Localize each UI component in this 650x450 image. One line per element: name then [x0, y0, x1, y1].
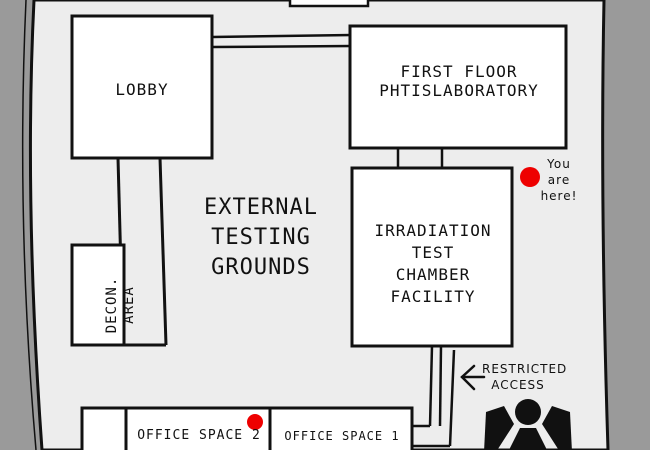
irradiation-label-line-1: IRRADIATION [374, 221, 492, 240]
location-marker-icon[interactable] [520, 167, 540, 187]
lab-label: FIRST FLOOR PHTISLABORATORY [352, 62, 566, 100]
corridor-irradiation-offices [410, 345, 456, 448]
restricted-access-label: RESTRICTED ACCESS [482, 361, 568, 393]
lobby-label: LOBBY [115, 80, 169, 99]
floor-plate-outline-inner [21, 0, 37, 450]
office-marker-icon[interactable] [247, 414, 263, 430]
lobby-room [70, 14, 214, 160]
irradiation-label: IRRADIATION TEST CHAMBER FACILITY [352, 220, 514, 308]
corridor-lobby-lab [211, 33, 353, 49]
restricted-line-1: RESTRICTED [482, 362, 568, 376]
external-label-line-1: EXTERNAL [204, 195, 318, 220]
decon-label-line-2: AREA [121, 286, 137, 324]
decon-room [70, 243, 126, 347]
external-label-line-2: TESTING [211, 225, 311, 250]
you-are-here-line-1: You [547, 157, 571, 171]
office-1-label: OFFICE SPACE 1 [284, 429, 400, 443]
decon-label: DECON. AREA [104, 255, 138, 355]
you-are-here-label: You are here! [532, 156, 586, 204]
corridor-lab-irradiation [396, 148, 444, 168]
office-2-label: OFFICE SPACE 2 [137, 428, 261, 443]
lab-label-line-1: FIRST FLOOR [400, 62, 518, 81]
left-arrow-icon [460, 364, 486, 391]
office-2-room [124, 406, 272, 450]
office-1-room [268, 406, 414, 450]
decon-label-line-1: DECON. [104, 276, 120, 334]
irradiation-label-line-2: TEST [411, 243, 455, 262]
office-left-room [80, 406, 130, 450]
restricted-line-2: ACCESS [491, 378, 545, 392]
irradiation-label-line-4: FACILITY [390, 287, 476, 306]
external-grounds-label: EXTERNAL TESTING GROUNDS [176, 193, 346, 283]
lab-label-line-2: PHTISLABORATORY [379, 81, 539, 101]
external-label-line-3: GROUNDS [211, 255, 311, 280]
you-are-here-line-3: here! [540, 189, 578, 203]
radiation-hazard-icon [484, 399, 572, 450]
top-doorway [288, 0, 370, 8]
lab-room [348, 24, 568, 150]
you-are-here-line-2: are [547, 173, 571, 187]
irradiation-label-line-3: CHAMBER [395, 265, 471, 284]
